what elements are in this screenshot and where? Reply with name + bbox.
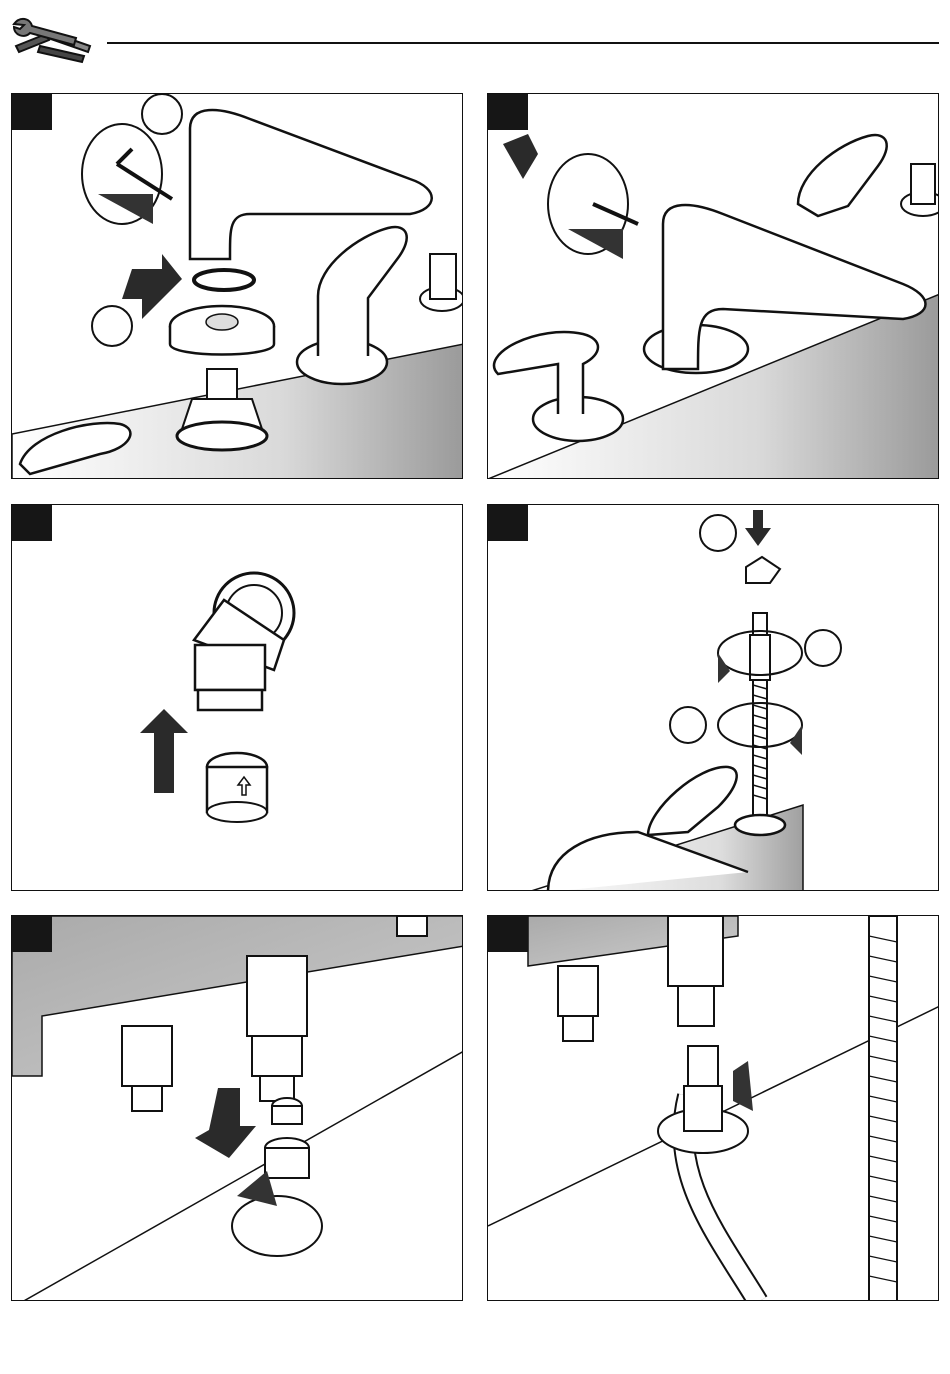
handle-icon <box>494 332 623 441</box>
step-4-illustration <box>488 505 939 891</box>
step-panel-2 <box>487 93 939 479</box>
washer-icon <box>735 815 785 835</box>
step-number-box <box>12 505 52 541</box>
wrench-screwdriver-icon <box>10 12 94 68</box>
callout-b <box>805 630 841 666</box>
valve-stub-icon <box>901 164 939 216</box>
rotate-arrow-icon <box>548 154 628 259</box>
valve-stub-icon <box>420 254 463 311</box>
down-arrow-icon <box>745 510 771 546</box>
step-panel-5 <box>11 915 463 1301</box>
nut-icon <box>265 1138 309 1178</box>
step-5-illustration <box>12 916 463 1301</box>
push-arrow-icon <box>503 134 538 179</box>
down-arrow-icon <box>195 1088 256 1158</box>
check-valve-icon <box>207 753 267 822</box>
down-arrow-icon <box>122 254 182 319</box>
page-header <box>0 0 950 80</box>
elbow-adapter-icon <box>194 573 294 710</box>
step-panel-6 <box>487 915 939 1301</box>
callout-b <box>92 306 132 346</box>
up-arrow-icon <box>140 709 188 793</box>
threaded-rod-icon <box>750 613 770 823</box>
step-number-box <box>12 916 52 952</box>
callout-a <box>700 515 736 551</box>
rotate-arrow-icon <box>232 1171 322 1256</box>
cap-icon <box>272 1098 302 1124</box>
step-number-box <box>488 916 528 952</box>
step-panel-3 <box>11 504 463 891</box>
step-panel-1 <box>11 93 463 479</box>
step-6-illustration <box>488 916 939 1301</box>
step-2-illustration <box>488 94 939 479</box>
o-ring-icon <box>194 270 254 290</box>
callout-a <box>142 94 182 134</box>
step-number-box <box>488 505 528 541</box>
handle-icon <box>548 767 748 891</box>
header-rule <box>107 42 939 44</box>
handle-icon <box>798 135 887 216</box>
step-number-box <box>488 94 528 130</box>
callout-c <box>670 707 706 743</box>
step-3-illustration <box>12 505 463 891</box>
step-1-illustration <box>12 94 463 479</box>
step-panel-4 <box>487 504 939 891</box>
elbow-adapter-icon <box>746 557 780 583</box>
step-number-box <box>12 94 52 130</box>
rotate-arrow-icon <box>82 124 162 224</box>
cartridge-icon <box>170 306 274 450</box>
